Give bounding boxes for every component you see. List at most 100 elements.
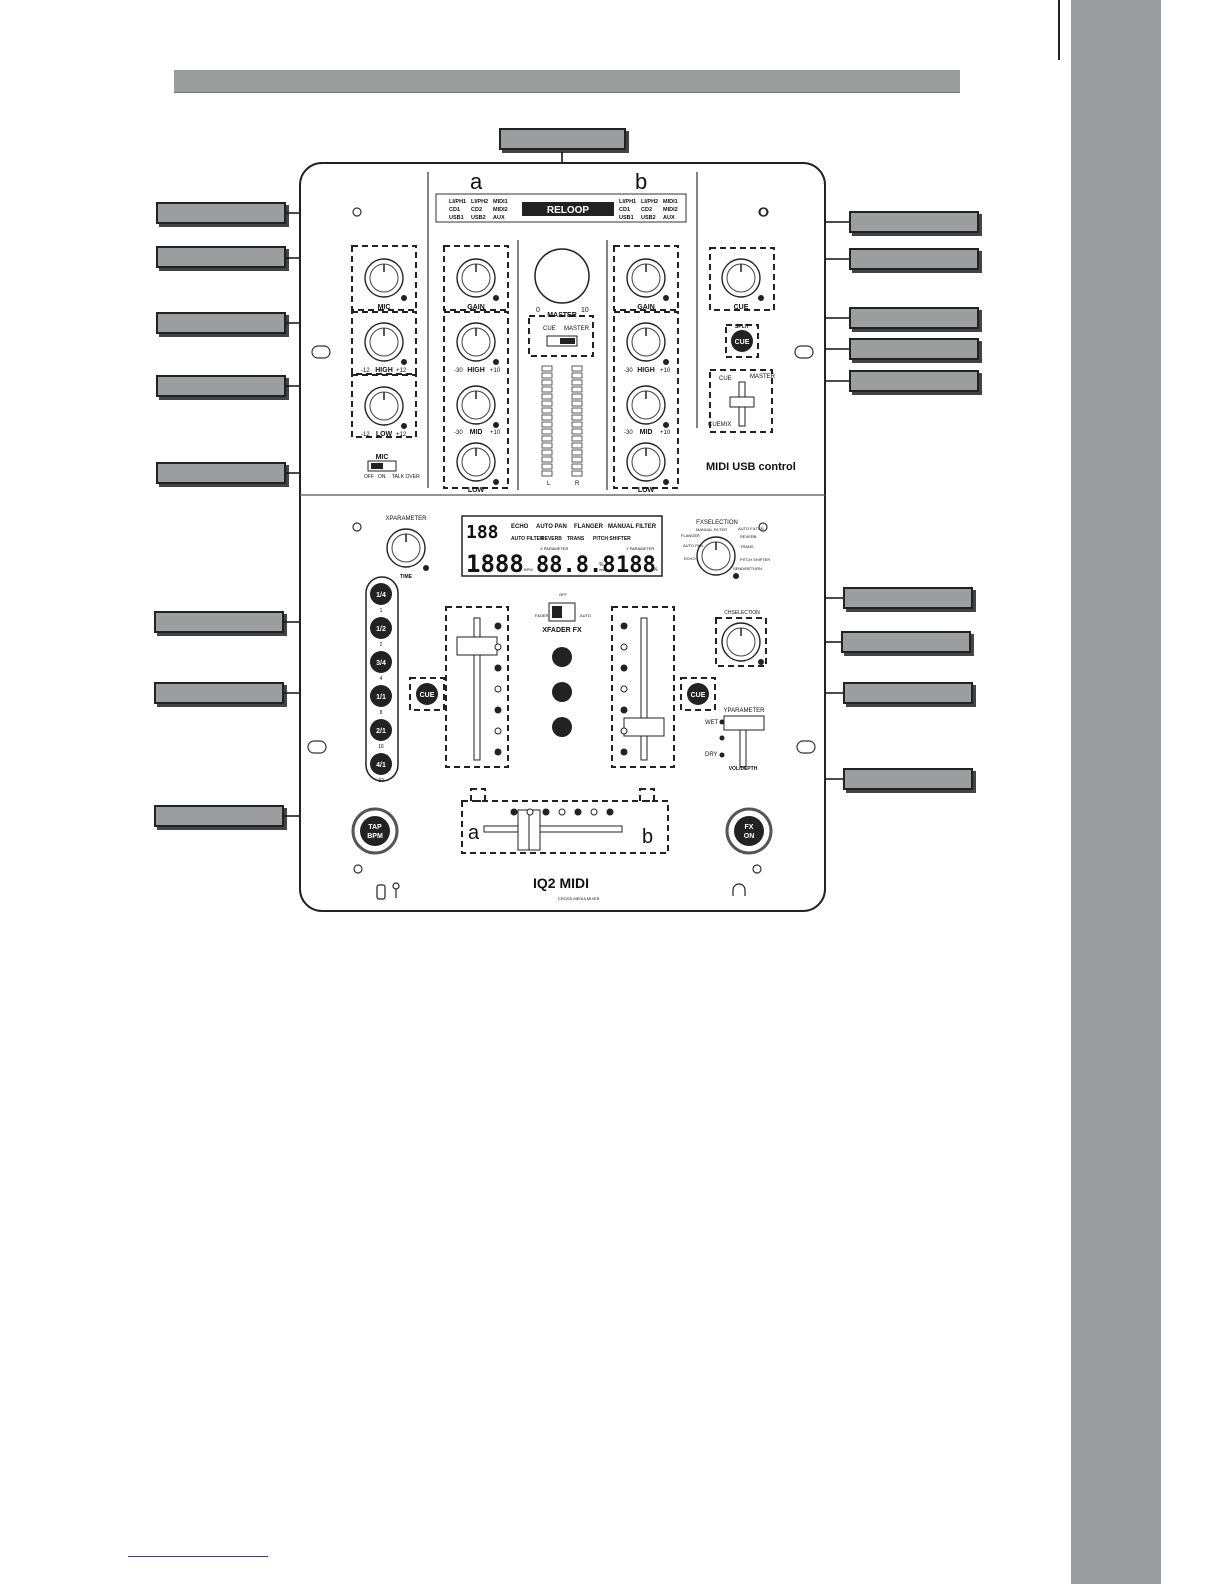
cue-button-b[interactable] bbox=[687, 683, 709, 705]
callout-cuemix bbox=[849, 370, 979, 392]
svg-text:FXSELECTION: FXSELECTION bbox=[696, 520, 738, 526]
beat-button-sub: 16 bbox=[378, 744, 384, 750]
tap-bpm-button[interactable] bbox=[360, 816, 390, 846]
beat-button[interactable] bbox=[370, 685, 392, 707]
svg-text:GAIN: GAIN bbox=[467, 304, 485, 311]
callout-master-level bbox=[499, 128, 626, 150]
mounting-holes bbox=[307, 207, 816, 874]
source-label: MIDI1 bbox=[663, 199, 678, 205]
svg-text:0: 0 bbox=[536, 307, 540, 314]
svg-text:DRY: DRY bbox=[705, 752, 718, 758]
svg-text:MIC: MIC bbox=[378, 304, 391, 311]
split-cue-button[interactable] bbox=[731, 330, 753, 352]
cue-button-a[interactable] bbox=[416, 683, 438, 705]
rotary-knobs bbox=[364, 258, 764, 665]
callout-xfader-curve bbox=[843, 768, 973, 790]
footer-link-underline bbox=[128, 1556, 268, 1557]
svg-text:-12: -12 bbox=[361, 368, 370, 374]
fx-on-button[interactable] bbox=[734, 816, 764, 846]
callout-mic-gain bbox=[156, 246, 286, 268]
beat-button[interactable] bbox=[370, 651, 392, 673]
svg-text:MASTER: MASTER bbox=[564, 326, 590, 332]
svg-text:%: % bbox=[653, 567, 658, 573]
callout-split-cue bbox=[849, 338, 979, 360]
svg-text:%: % bbox=[599, 562, 604, 568]
svg-text:88.8.8: 88.8.8 bbox=[536, 553, 615, 578]
beat-button-label: 4/1 bbox=[376, 762, 386, 769]
source-label: CD1 bbox=[619, 207, 630, 213]
reloop-logo bbox=[522, 202, 614, 216]
svg-text:FADER: FADER bbox=[535, 613, 548, 618]
svg-text:a: a bbox=[468, 822, 480, 844]
svg-text:+12: +12 bbox=[396, 432, 407, 438]
fx-selection-option: MANUAL FILTER bbox=[696, 527, 727, 532]
source-label: AUX bbox=[493, 215, 505, 221]
callout-fader-b bbox=[843, 587, 973, 609]
beat-button-sub: 4 bbox=[380, 676, 383, 682]
svg-text:+10: +10 bbox=[490, 430, 501, 436]
beat-button-label: 1/1 bbox=[376, 694, 386, 701]
headphone-icon bbox=[732, 207, 768, 896]
fx-name: REVERB bbox=[541, 536, 562, 542]
source-label: USB2 bbox=[471, 215, 486, 221]
svg-text:RELOOP: RELOOP bbox=[547, 205, 590, 216]
master-knob[interactable] bbox=[534, 248, 590, 304]
beat-button-label: 1/4 bbox=[376, 592, 386, 599]
callout-mic-low bbox=[156, 375, 286, 397]
svg-text:CUE: CUE bbox=[543, 326, 556, 332]
xfader-fx-button-3[interactable] bbox=[552, 717, 572, 737]
svg-text:AUTO: AUTO bbox=[580, 613, 591, 618]
svg-text:X PARAMETER: X PARAMETER bbox=[540, 546, 568, 551]
fx-selection-option: SEND/RETURN bbox=[733, 566, 762, 571]
svg-text:LOW: LOW bbox=[376, 431, 393, 438]
source-label: CD2 bbox=[471, 207, 482, 213]
svg-text:SPLIT: SPLIT bbox=[735, 324, 749, 330]
svg-text:CUE: CUE bbox=[691, 692, 706, 699]
svg-text:+10: +10 bbox=[660, 430, 671, 436]
section-header-bar bbox=[174, 70, 960, 93]
fx-selection-option: PITCH SHIFTER bbox=[740, 557, 770, 562]
fx-selection-option: FLANGER bbox=[681, 533, 700, 538]
svg-text:YPARAMETER: YPARAMETER bbox=[724, 708, 766, 714]
mic-switch-title: MIC bbox=[376, 454, 389, 461]
callout-cue-b bbox=[843, 682, 973, 704]
svg-text:TAP: TAP bbox=[368, 824, 382, 831]
svg-text:CUE: CUE bbox=[735, 339, 750, 346]
midi-usb-badge: MIDI USB control bbox=[706, 461, 796, 473]
y-parameter-fader[interactable] bbox=[723, 715, 765, 731]
source-label: LI/PH2 bbox=[641, 199, 658, 205]
beat-button[interactable] bbox=[370, 719, 392, 741]
beat-button[interactable] bbox=[370, 583, 392, 605]
master-label: MASTER bbox=[547, 312, 577, 319]
callout-source-select-a bbox=[156, 202, 286, 224]
callout-eq-a bbox=[156, 462, 286, 484]
channel-faders bbox=[456, 617, 665, 761]
source-label: USB1 bbox=[619, 215, 634, 221]
fader-b-knob[interactable] bbox=[623, 717, 665, 737]
svg-text:b: b bbox=[642, 826, 653, 848]
callout-crossfader bbox=[154, 805, 284, 827]
svg-text:LOW: LOW bbox=[468, 487, 485, 494]
source-label: AUX bbox=[663, 215, 675, 221]
fader-a-knob[interactable] bbox=[456, 636, 498, 656]
svg-text:CUE: CUE bbox=[719, 376, 732, 382]
svg-text:HIGH: HIGH bbox=[467, 367, 485, 374]
beat-button-sub: 1 bbox=[380, 608, 383, 614]
xfader-fx-button-2[interactable] bbox=[552, 682, 572, 702]
cuemix-slider[interactable] bbox=[729, 396, 755, 408]
svg-text:+10: +10 bbox=[660, 368, 671, 374]
fx-selection-option: AUTO FILTER bbox=[738, 526, 764, 531]
svg-text:LOW: LOW bbox=[638, 487, 655, 494]
svg-text:-30: -30 bbox=[454, 430, 463, 436]
fx-selection-option: REVERB bbox=[740, 534, 757, 539]
svg-text:1888: 1888 bbox=[466, 550, 524, 578]
beat-button[interactable] bbox=[370, 753, 392, 775]
beat-button-sub: 32 bbox=[378, 778, 384, 784]
xfader-fx-button-1[interactable] bbox=[552, 647, 572, 667]
beat-button[interactable] bbox=[370, 617, 392, 639]
svg-text:OFF: OFF bbox=[559, 592, 568, 597]
fx-selection-option: AUTO PAN bbox=[683, 543, 703, 548]
